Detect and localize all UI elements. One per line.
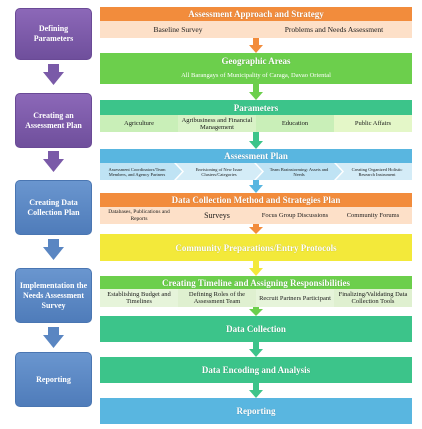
stage-arrow-1 bbox=[43, 64, 64, 85]
panel-title: Parameters bbox=[100, 100, 412, 115]
stage-label: Defining Parameters bbox=[33, 24, 74, 43]
panel-title: Data Encoding and Analysis bbox=[201, 365, 311, 375]
connector-5 bbox=[249, 224, 263, 234]
item-agriculture: Agriculture bbox=[100, 115, 178, 132]
panel-data-collection-method: Data Collection Method and Strategies Pl… bbox=[100, 193, 412, 224]
item-coordinators: Assessment Coordinators/Team Members, an… bbox=[108, 166, 166, 177]
item-roles: Defining Roles of the Assessment Team bbox=[178, 289, 256, 307]
connector-6 bbox=[249, 261, 263, 276]
stage-label: Implementation the Needs Assessment Surv… bbox=[19, 280, 88, 310]
panel-creating-timeline: Creating Timeline and Assigning Responsi… bbox=[100, 276, 412, 307]
chevron-2 bbox=[176, 163, 262, 180]
stage-arrow-4 bbox=[43, 327, 64, 348]
panel-title: Data Collection Method and Strategies Pl… bbox=[100, 193, 412, 207]
connector-3 bbox=[249, 132, 263, 149]
item-instrument: Creating Organized Holistic Research Ins… bbox=[351, 166, 403, 177]
panel-data-collection: Data Collection bbox=[100, 316, 412, 342]
item-problems-needs: Problems and Needs Assessment bbox=[284, 25, 384, 34]
chevron-3 bbox=[256, 163, 342, 180]
item-focus-groups: Focus Group Discussions bbox=[261, 212, 329, 219]
item-budget: Establishing Budget and Timelines bbox=[100, 289, 178, 307]
stage-implementation-survey: Implementation the Needs Assessment Surv… bbox=[15, 268, 92, 323]
stage-label: Reporting bbox=[36, 374, 71, 384]
chevron-row bbox=[100, 163, 412, 180]
panel-assessment-approach: Assessment Approach and Strategy Baselin… bbox=[100, 7, 412, 38]
stage-creating-data-collection-plan: Creating Data Collection Plan bbox=[15, 180, 92, 235]
panel-title: Data Collection bbox=[226, 324, 286, 334]
panel-reporting: Reporting bbox=[100, 398, 412, 424]
stage-arrows bbox=[43, 64, 64, 348]
stage-defining-parameters: Defining Parameters bbox=[15, 8, 92, 60]
connector-8 bbox=[249, 342, 263, 357]
stage-label: Creating an Assessment Plan bbox=[25, 110, 82, 130]
panel-geographic-areas: Geographic Areas All Barangays of Munici… bbox=[100, 53, 412, 84]
chevron-1 bbox=[100, 163, 182, 180]
item-finalizing: Finalizing/Validating Data Collection To… bbox=[334, 289, 412, 307]
item-recruit: Recruit Partners Participant bbox=[256, 289, 334, 307]
panel-community-preparations: Community Preparations/Entry Protocols bbox=[100, 234, 412, 261]
item-baseline-survey: Baseline Survey bbox=[153, 25, 203, 34]
item-agribusiness: Agribusiness and Financial Management bbox=[178, 115, 256, 132]
stage-creating-assessment-plan: Creating an Assessment Plan bbox=[15, 93, 92, 148]
stage-reporting: Reporting bbox=[15, 352, 92, 407]
connector-7 bbox=[249, 307, 263, 316]
panel-parameters: Parameters Agriculture Agribusiness and … bbox=[100, 100, 412, 132]
panel-subtitle: All Barangays of Municipality of Caraga,… bbox=[181, 72, 331, 80]
connector-2 bbox=[249, 84, 263, 100]
stage-label: Creating Data Collection Plan bbox=[27, 197, 80, 217]
stage-arrow-3 bbox=[43, 239, 64, 260]
panel-title: Reporting bbox=[236, 406, 276, 416]
panel-title: Community Preparations/Entry Protocols bbox=[175, 242, 337, 253]
panel-title: Assessment Approach and Strategy bbox=[100, 7, 412, 21]
panel-title: Assessment Plan bbox=[100, 149, 412, 163]
connector-4 bbox=[249, 180, 263, 193]
item-education: Education bbox=[256, 115, 334, 132]
panel-assessment-plan: Assessment Plan Assessment Coordinators/… bbox=[100, 149, 412, 180]
chevron-4 bbox=[336, 163, 412, 180]
item-surveys: Surveys bbox=[204, 211, 230, 220]
item-public-affairs: Public Affairs bbox=[334, 115, 412, 132]
item-databases: Databases, Publications and Reports bbox=[108, 208, 170, 222]
panel-data-encoding: Data Encoding and Analysis bbox=[100, 357, 412, 383]
stage-arrow-2 bbox=[43, 151, 64, 172]
connector-9 bbox=[249, 383, 263, 398]
panel-title: Creating Timeline and Assigning Responsi… bbox=[100, 276, 412, 289]
item-community-forums: Community Forums bbox=[346, 212, 400, 219]
item-brainstorming: Team Brainstorming: Assets and Needs bbox=[269, 166, 329, 177]
panel-title: Geographic Areas bbox=[221, 56, 291, 66]
connector-1 bbox=[249, 38, 263, 53]
item-envisioning: Envisioning of New Issue Clusters/Catego… bbox=[195, 166, 243, 177]
